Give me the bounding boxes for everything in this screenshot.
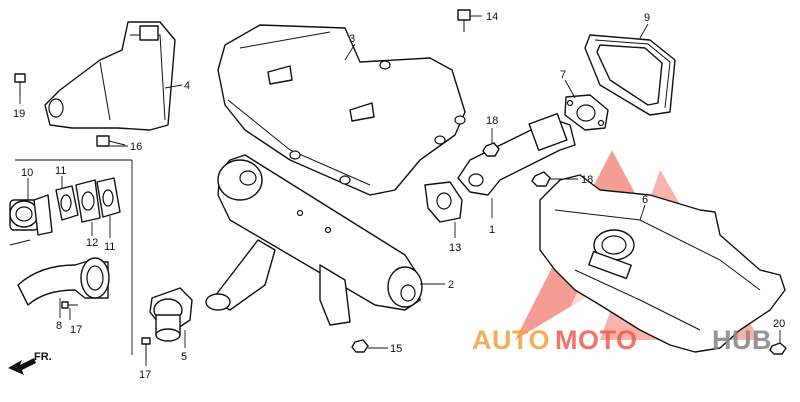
callout-2: 2: [448, 279, 454, 291]
watermark-moto: MOTO: [555, 325, 638, 355]
watermark-hub: HUB: [712, 325, 772, 355]
nut-part-18-lower: [531, 171, 551, 187]
callouts: 3 4 14 9 7 18 18 1 13 2 6 19 16 10 11 12…: [13, 11, 785, 381]
callout-3: 3: [349, 33, 355, 45]
front-label: FR.: [34, 351, 52, 363]
watermark-text: AUTO MOTO HUB: [472, 325, 772, 355]
pipe-part-1: [457, 113, 576, 196]
bolt-part-17-lower: [141, 337, 151, 358]
heat-shield-part-3: [217, 24, 466, 196]
bolt-part-17-left: [61, 301, 78, 309]
callout-11-a: 11: [55, 165, 66, 177]
callout-20: 20: [773, 318, 785, 330]
callout-18-upper: 18: [486, 115, 498, 127]
callout-6: 6: [642, 194, 648, 206]
bracket-part-4: [44, 21, 176, 131]
gasket-part-7: [564, 94, 609, 131]
exhaust-pipe-part-8: [17, 257, 110, 306]
callout-13: 13: [449, 242, 461, 254]
callout-4: 4: [184, 80, 190, 92]
gasket-part-11-b: [96, 177, 121, 218]
callout-14: 14: [486, 11, 498, 23]
watermark-auto: AUTO: [472, 325, 550, 355]
callout-1: 1: [489, 224, 495, 236]
gasket-part-12: [75, 179, 101, 223]
gasket-part-13: [424, 181, 463, 223]
bolt-part-16: [96, 135, 126, 147]
under-shield-part-6: [539, 174, 786, 353]
callout-10: 10: [21, 167, 33, 179]
callout-19: 19: [13, 108, 25, 120]
callout-8: 8: [56, 320, 62, 332]
bolt-part-15: [351, 339, 369, 353]
bolt-part-14: [457, 9, 471, 32]
muffler-part-2: [205, 154, 423, 326]
leader-lines: [19, 15, 781, 366]
callout-17-lower: 17: [139, 369, 151, 381]
callout-18-lower: 18: [581, 174, 593, 186]
bolt-part-19: [14, 73, 26, 96]
callout-17-left: 17: [70, 324, 82, 336]
callout-11-b: 11: [104, 241, 115, 253]
callout-15: 15: [390, 343, 402, 355]
callout-9: 9: [644, 12, 650, 24]
connector-part-10: [9, 194, 53, 246]
front-arrow-icon: [8, 358, 36, 375]
callout-12: 12: [86, 237, 98, 249]
collar-part-5: [149, 287, 193, 342]
callout-5: 5: [181, 351, 187, 363]
bolt-part-20: [769, 342, 787, 355]
gasket-part-11-a: [55, 185, 79, 221]
nut-part-18-upper: [482, 142, 500, 157]
callout-16: 16: [130, 141, 142, 153]
gasket-part-9: [584, 34, 676, 116]
callout-7: 7: [560, 69, 566, 81]
front-direction-marker: FR.: [8, 351, 52, 375]
